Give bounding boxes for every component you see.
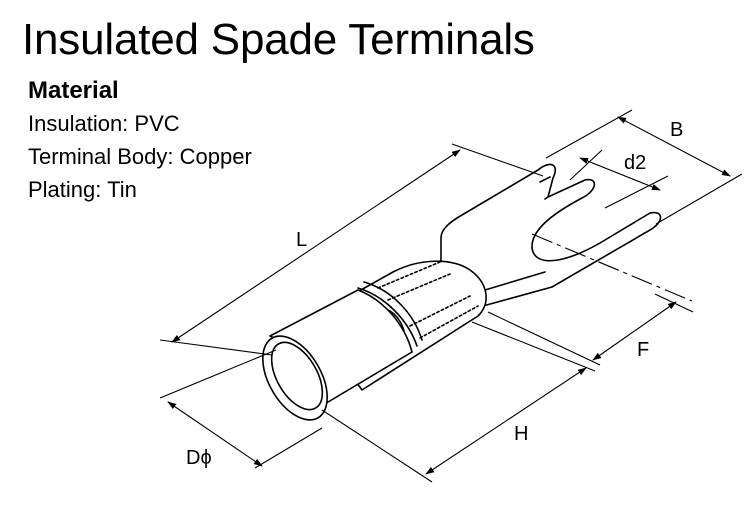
- dim-F-ext-right: [654, 293, 694, 313]
- dim-F-line: [592, 301, 677, 361]
- fork-edge-lines: [484, 176, 551, 291]
- material-heading: Material: [28, 77, 119, 104]
- spade-fork: [440, 163, 662, 307]
- dimension-lines: [159, 109, 743, 483]
- dim-F-label: F: [637, 339, 649, 361]
- spec-insulation: Insulation: PVC: [28, 111, 180, 136]
- dim-L-ext-left: [159, 339, 273, 356]
- front-opening: [270, 341, 324, 411]
- dim-B-label: B: [670, 119, 683, 141]
- page-title: Insulated Spade Terminals: [22, 15, 535, 64]
- dim-d2-line: [579, 157, 661, 191]
- dim-H-line: [425, 367, 587, 475]
- dim-L-line: [171, 149, 461, 343]
- dim-L-label: L: [296, 229, 307, 251]
- dim-D-label: Dϕ: [186, 447, 212, 469]
- fork-centerline: [531, 233, 693, 302]
- spec-plating: Plating: Tin: [28, 177, 137, 202]
- dim-H-label: H: [514, 423, 528, 445]
- dim-H-ext-right: [471, 321, 596, 372]
- dim-D-line: [167, 401, 263, 467]
- dim-B-line: [617, 116, 731, 177]
- dim-F-ext: [487, 311, 601, 366]
- dim-d2-label: d2: [624, 152, 646, 174]
- spade-terminal-drawing: [262, 163, 662, 421]
- dim-D-ext-top: [159, 349, 277, 399]
- dim-H-ext-left: [321, 409, 433, 483]
- dim-D-ext-bottom: [254, 427, 323, 469]
- dim-B-ext-bottom: [655, 173, 743, 225]
- dim-L-ext-right: [451, 143, 544, 177]
